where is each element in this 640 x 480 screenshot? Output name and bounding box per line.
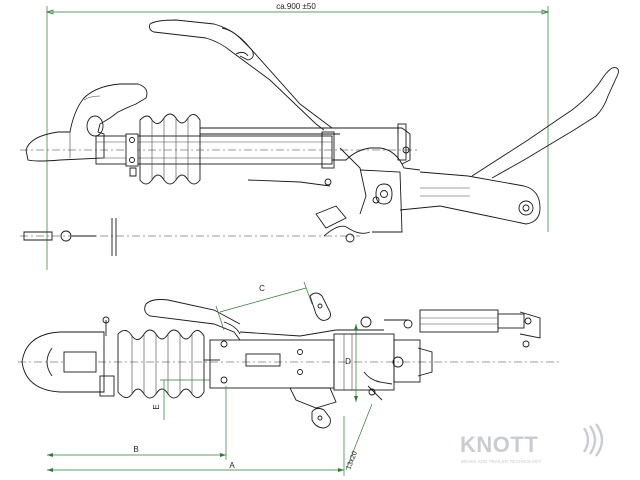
dimension-a-label: A [229, 461, 235, 470]
dimension-e: E [152, 379, 210, 420]
drawbar-tube [20, 131, 420, 169]
overall-length-label: ca.900 ±50 [276, 2, 316, 11]
dimension-b-label: B [133, 445, 138, 454]
safety-cable-plan [363, 371, 393, 401]
bellows-plan [117, 329, 220, 399]
dimension-b: B [47, 386, 227, 460]
dimension-e-label: E [152, 404, 161, 409]
hand-brake-lever-lowered [399, 67, 619, 225]
knott-logo: KNOTT BRAKE AND TRAILER TECHNOLOGY [460, 423, 604, 464]
brand-tagline: BRAKE AND TRAILER TECHNOLOGY [461, 459, 542, 464]
side-view: ca.900 ±50 [20, 2, 619, 270]
dimension-a: A [47, 416, 345, 476]
frame-plan [209, 333, 433, 409]
brand-arcs-icon [582, 423, 604, 457]
damper [360, 309, 541, 348]
plan-view: A B C D E 13x20 [18, 281, 560, 476]
housing-frame [200, 123, 421, 233]
bellows [125, 113, 201, 185]
dimension-d: D [345, 324, 358, 402]
dimension-c: C [215, 281, 313, 331]
hand-brake-lever-raised [149, 19, 333, 131]
dimension-d-label: D [345, 357, 351, 366]
hand-lever-plan [144, 299, 384, 341]
coupling-head-plan [21, 316, 115, 397]
dimension-c-label: C [259, 284, 265, 293]
coupling-head [25, 83, 148, 162]
brake-cable [20, 178, 371, 256]
mounting-slots [309, 292, 331, 429]
slot-dimension-label: 13x20 [345, 450, 359, 470]
overall-length-dimension: ca.900 ±50 [45, 2, 550, 270]
brand-name: KNOTT [460, 432, 538, 457]
slot-dimension: 13x20 [345, 403, 373, 471]
